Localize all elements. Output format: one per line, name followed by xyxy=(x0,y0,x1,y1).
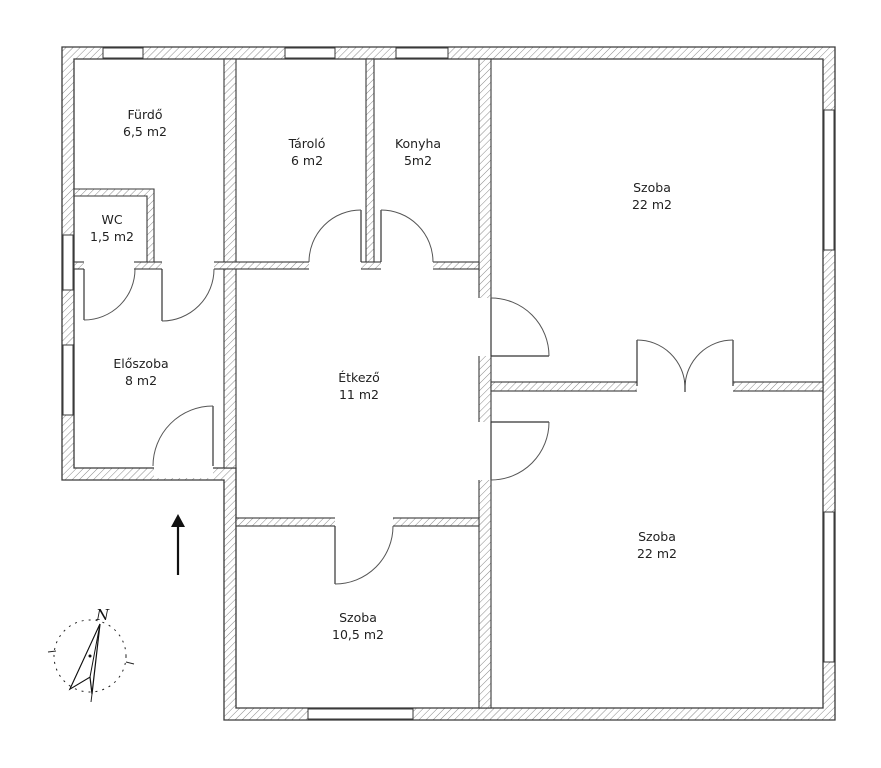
door-furdo xyxy=(161,261,215,322)
label-tarolo-name: Tároló xyxy=(288,136,326,151)
room-labels: Fürdő 6,5 m2 WC 1,5 m2 Tároló 6 m2 Konyh… xyxy=(90,107,677,642)
label-konyha-name: Konyha xyxy=(395,136,441,151)
compass-letter: N xyxy=(95,606,110,624)
label-eloszoba-area: 8 m2 xyxy=(125,373,157,388)
outer-walls xyxy=(61,46,836,721)
label-szoba-s-area: 10,5 m2 xyxy=(332,627,384,642)
window-eloszoba-top xyxy=(62,234,74,291)
label-konyha-area: 5m2 xyxy=(404,153,432,168)
label-wc-name: WC xyxy=(101,212,122,227)
wall-v3 xyxy=(478,58,492,709)
windows xyxy=(62,47,835,720)
window-furdo xyxy=(102,47,144,59)
outer-wall xyxy=(61,46,836,721)
wall-v2 xyxy=(365,58,375,265)
wc-wall xyxy=(73,188,155,263)
label-szoba-s-name: Szoba xyxy=(339,610,377,625)
door-konyha xyxy=(380,209,434,270)
label-szoba-se-name: Szoba xyxy=(638,529,676,544)
wall-h-upper xyxy=(73,261,480,270)
door-double-szobak xyxy=(636,339,734,392)
label-furdo-area: 6,5 m2 xyxy=(123,124,167,139)
window-konyha xyxy=(395,47,449,59)
door-szoba-ne xyxy=(478,297,550,357)
label-tarolo-area: 6 m2 xyxy=(291,153,323,168)
entrance-arrow xyxy=(171,514,185,575)
door-entrance xyxy=(152,405,214,478)
window-szoba-s xyxy=(307,708,414,720)
label-etkezo-name: Étkező xyxy=(338,370,380,385)
label-etkezo-area: 11 m2 xyxy=(339,387,379,402)
window-szoba-ne xyxy=(823,109,835,251)
window-eloszoba xyxy=(62,344,74,416)
label-szoba-ne-area: 22 m2 xyxy=(632,197,672,212)
label-eloszoba-name: Előszoba xyxy=(113,356,168,371)
compass-icon: N xyxy=(47,606,135,703)
label-szoba-se-area: 22 m2 xyxy=(637,546,677,561)
window-tarolo xyxy=(284,47,336,59)
doors xyxy=(83,209,734,585)
door-tarolo xyxy=(308,209,362,270)
window-szoba-se xyxy=(823,511,835,663)
door-wc xyxy=(83,261,136,321)
label-szoba-ne-name: Szoba xyxy=(633,180,671,195)
door-szoba-se xyxy=(478,421,550,481)
label-wc-area: 1,5 m2 xyxy=(90,229,134,244)
label-furdo-name: Fürdő xyxy=(128,107,163,122)
door-szoba-s xyxy=(334,517,394,585)
